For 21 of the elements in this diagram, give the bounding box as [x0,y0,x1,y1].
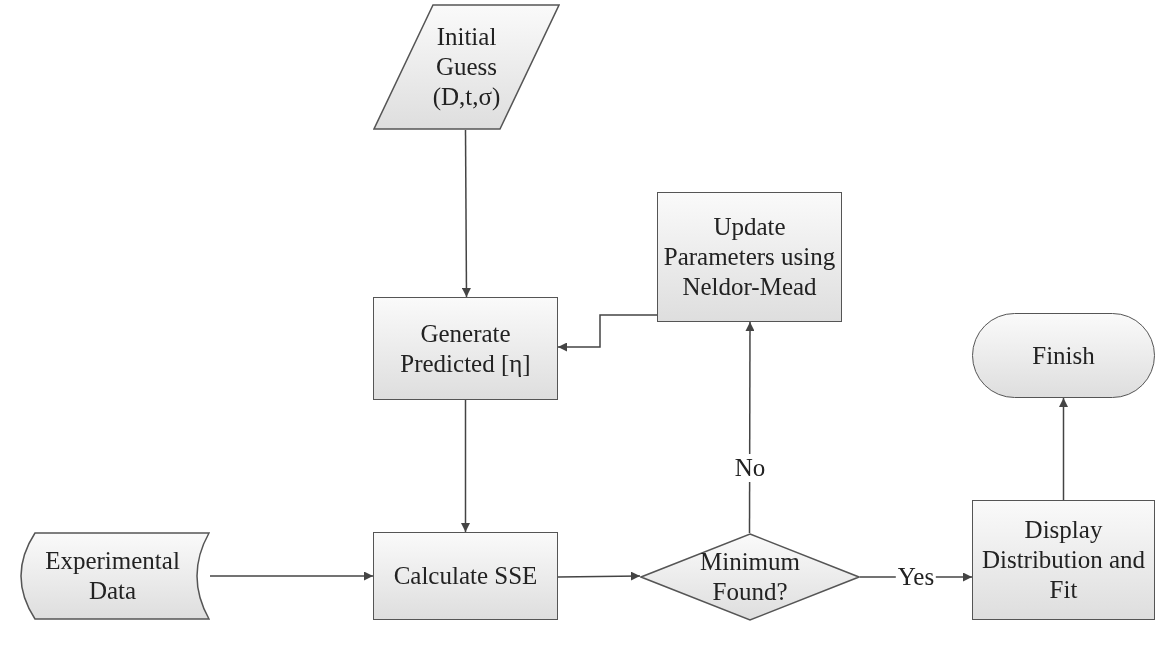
node-label: Update Parameters using Neldor-Mead [663,212,836,302]
process-box [657,192,842,322]
process-box [373,297,558,400]
node-label: Initial Guess (D,t,σ) [431,22,502,112]
node-label: Experimental Data [44,546,181,606]
arrow [209,571,374,581]
input-parallelogram [373,4,560,130]
edge-label: No [732,454,768,482]
node-label: Generate Predicted [η] [399,318,532,379]
arrow [557,571,641,581]
node-label: Minimum Found? [699,547,801,607]
node-label: Display Distribution and Fit [980,515,1147,605]
arrow [1059,397,1068,501]
arrow [557,314,658,352]
node-label: Finish [1032,340,1095,371]
process-box [373,532,558,620]
decision-diamond [640,533,860,621]
process-box [972,500,1155,620]
node-label: Calculate SSE [393,561,538,591]
arrow [461,399,470,533]
arrow [461,129,471,298]
